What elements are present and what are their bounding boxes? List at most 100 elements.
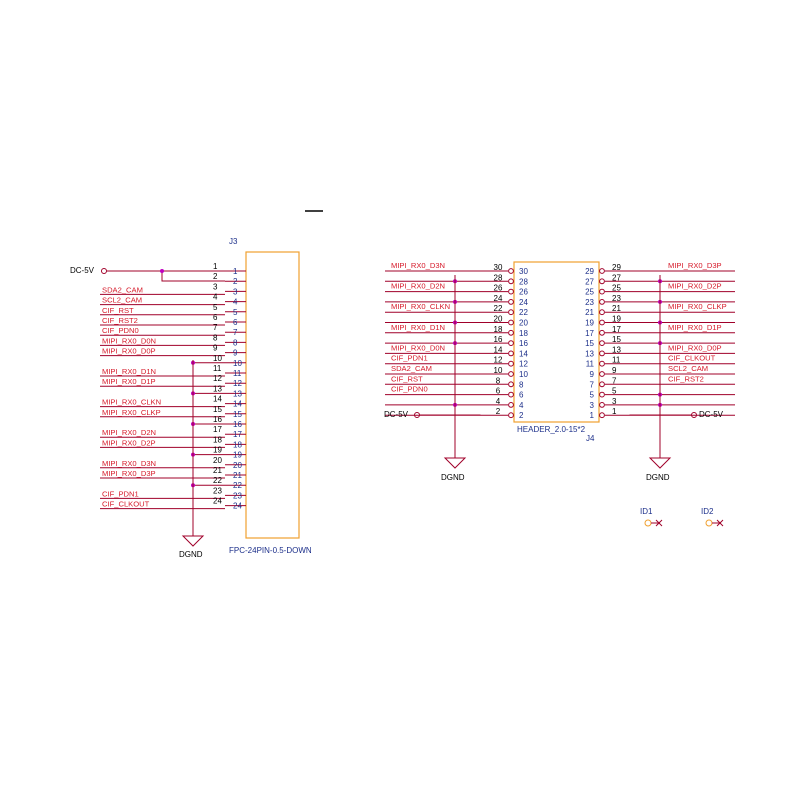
- j4-net-label: MIPI_RX0_D3N: [391, 261, 445, 270]
- j4-pin-number-outer: 3: [612, 397, 617, 406]
- j3-pin-2[interactable]: 22: [213, 272, 246, 286]
- j4-power-right-port[interactable]: [691, 412, 697, 418]
- id2-mark[interactable]: ID2: [701, 507, 724, 527]
- j3-pin-number-inner: 17: [233, 430, 242, 439]
- j4-pin-number-inner: 26: [519, 288, 528, 297]
- j3-pin-number-inner: 7: [233, 328, 238, 337]
- j3-pin-number-outer: 1: [213, 262, 218, 271]
- j4-part-label: HEADER_2.0-15*2: [517, 425, 586, 434]
- j3-net-label: MIPI_RX0_CLKN: [102, 398, 161, 407]
- j4-pin-number-outer: 10: [494, 366, 503, 375]
- j3-net-label: MIPI_RX0_D2P: [102, 438, 156, 447]
- j4-ground-left-symbol: [443, 457, 467, 469]
- j3-pin-number-outer: 20: [213, 456, 222, 465]
- j3-pin-14[interactable]: 14 14 MIPI_RX0_CLKN: [100, 395, 246, 409]
- j3-pin-number-inner: 4: [233, 298, 238, 307]
- j3-pin-number-outer: 5: [213, 303, 218, 312]
- j4-pin-number-outer: 29: [612, 263, 621, 272]
- j3-pin-number-inner: 14: [233, 400, 242, 409]
- j4-pin-number-inner: 11: [586, 360, 595, 369]
- j3-pin-1[interactable]: 11: [213, 262, 246, 276]
- id1-mark[interactable]: ID1: [640, 507, 663, 527]
- j3-net-label: CIF_PDN0: [102, 326, 139, 335]
- j4-pin-number-inner: 14: [519, 349, 528, 358]
- j4-ground-left-label: DGND: [441, 473, 465, 482]
- j3-pin-number-inner: 1: [233, 267, 238, 276]
- j3-pin-number-outer: 15: [213, 405, 222, 414]
- j3-net-label: CIF_PDN1: [102, 489, 139, 498]
- j4-pin-number-inner: 28: [519, 277, 528, 286]
- j4-ground-right-symbol: [648, 457, 672, 469]
- j4-pin-number-outer: 9: [612, 366, 617, 375]
- j3-pin-number-inner: 11: [233, 369, 242, 378]
- j4-net-label: CIF_PDN0: [391, 385, 428, 394]
- j3-designator: J3: [229, 237, 238, 246]
- j4-pin-number-inner: 16: [519, 339, 528, 348]
- j4-pin-number-inner: 15: [585, 339, 594, 348]
- j3-pin-number-outer: 22: [213, 476, 222, 485]
- j4-pin-number-inner: 25: [585, 288, 594, 297]
- j3-power-port[interactable]: [101, 268, 107, 274]
- j3-pin-number-outer: 14: [213, 395, 222, 404]
- j4-power-left-port[interactable]: [414, 412, 420, 418]
- j4-pin-number-inner: 8: [519, 380, 524, 389]
- j4-pin-number-outer: 7: [612, 376, 617, 385]
- j3-connector[interactable]: J3 FPC-24PIN-0.5-DOWN 112233SDA2_CAM44SC…: [70, 237, 312, 559]
- j3-pin-number-inner: 21: [233, 471, 242, 480]
- j3-ground-label: DGND: [179, 550, 203, 559]
- j4-pin-number-inner: 17: [585, 329, 594, 338]
- j3-pin-number-outer: 12: [213, 374, 222, 383]
- j4-pin-number-outer: 2: [496, 407, 501, 416]
- j4-pin-number-outer: 15: [612, 335, 621, 344]
- j4-pin-number-inner: 24: [519, 298, 528, 307]
- j4-pin-5[interactable]: 55: [590, 387, 735, 400]
- j4-pin-number-outer: 21: [612, 304, 621, 313]
